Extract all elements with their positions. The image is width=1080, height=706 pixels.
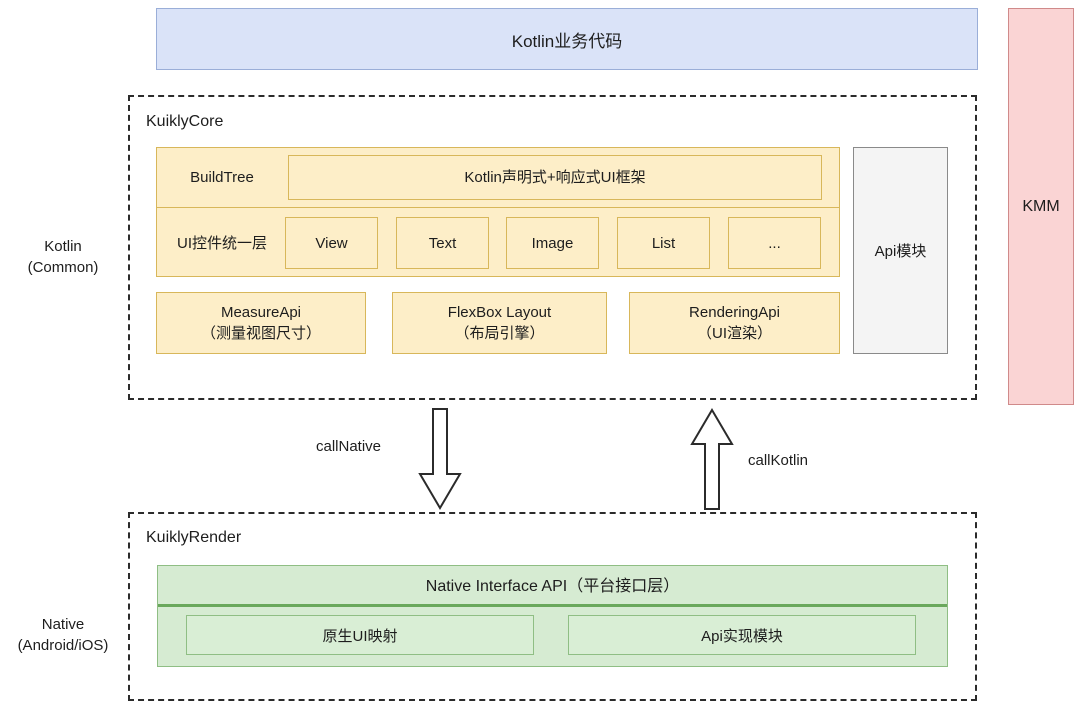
green-row-divider [158, 604, 947, 607]
kotlin-declarative-ui-framework-label: Kotlin声明式+响应式UI框架 [464, 169, 646, 186]
ui-widget-unified-layer-label: UI控件统一层 [176, 234, 267, 252]
engine-sub-flexbox-layout: （布局引擎） [454, 325, 545, 342]
api-module-box: Api模块 [853, 147, 948, 354]
call-kotlin-arrow-up [690, 408, 734, 510]
widget-label-view: View [315, 234, 348, 252]
widget-box-text: Text [396, 217, 489, 269]
call-native-label: callNative [316, 438, 382, 455]
engine-sub-measure-api: （测量视图尺寸） [200, 325, 321, 342]
build-tree-label: BuildTree [190, 168, 254, 186]
call-kotlin-label: callKotlin [748, 452, 809, 469]
kotlin-business-code-bar: Kotlin业务代码 [156, 8, 978, 70]
module-box-native-ui-mapping: 原生UI映射 [186, 615, 534, 655]
engine-label-rendering-api: RenderingApi [689, 304, 780, 321]
kuikly-render-title: KuiklyRender [146, 529, 242, 546]
side-label-native-text: Native (Android/iOS) [17, 616, 109, 654]
widget-label-more: ... [768, 234, 781, 252]
side-label-kotlin-common: Kotlin (Common) [0, 215, 126, 278]
widget-label-image: Image [531, 234, 574, 252]
call-native-arrow-down [418, 408, 462, 510]
native-interface-api-header: Native Interface API（平台接口层） [425, 578, 680, 595]
kotlin-declarative-ui-framework-box: Kotlin声明式+响应式UI框架 [288, 155, 822, 200]
widget-box-view: View [285, 217, 378, 269]
widget-box-image: Image [506, 217, 599, 269]
module-box-api-implementation: Api实现模块 [568, 615, 916, 655]
yellow-row-divider [157, 207, 839, 209]
engine-box-flexbox-layout: FlexBox Layout （布局引擎） [392, 292, 607, 354]
module-label-native-ui-mapping: 原生UI映射 [322, 627, 398, 645]
widget-box-more: ... [728, 217, 821, 269]
widget-label-list: List [651, 234, 676, 252]
engine-label-measure-api: MeasureApi [220, 304, 302, 321]
engine-label-flexbox-layout: FlexBox Layout [447, 304, 552, 321]
engine-sub-rendering-api: （UI渲染） [696, 325, 772, 342]
widget-box-list: List [617, 217, 710, 269]
module-label-api-implementation: Api实现模块 [701, 627, 783, 645]
widget-label-text: Text [428, 234, 457, 252]
side-label-native: Native (Android/iOS) [0, 593, 126, 656]
api-module-label: Api模块 [874, 243, 927, 260]
kotlin-business-code-label: Kotlin业务代码 [511, 31, 623, 51]
engine-box-measure-api: MeasureApi （测量视图尺寸） [156, 292, 366, 354]
kmm-column: KMM [1008, 8, 1074, 405]
kmm-label: KMM [1022, 197, 1060, 215]
kuikly-core-title: KuiklyCore [146, 113, 224, 130]
engine-box-rendering-api: RenderingApi （UI渲染） [629, 292, 840, 354]
side-label-kotlin-common-text: Kotlin (Common) [27, 238, 99, 276]
